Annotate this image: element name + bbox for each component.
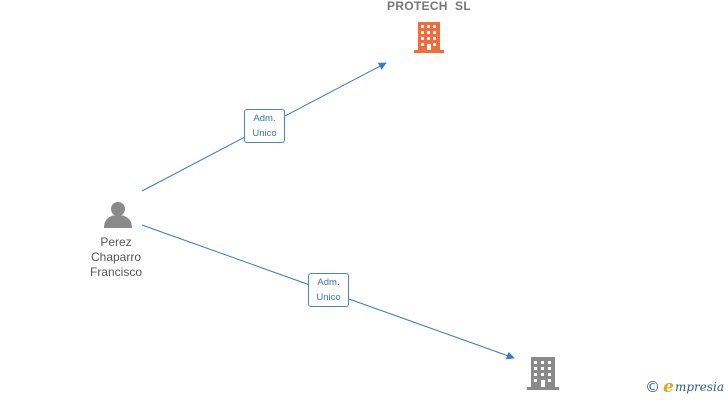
edge-role-line: Unico	[316, 292, 341, 303]
person-name-line: Perez	[100, 235, 132, 249]
building-icon[interactable]	[527, 357, 559, 390]
copyright-symbol: ©	[645, 378, 661, 396]
edge-role-line: Adm.	[253, 113, 276, 124]
brand-logo-initial: e	[663, 377, 674, 397]
person-name-line: Francisco	[89, 265, 142, 279]
company-name-protech[interactable]: PROTECH SL	[387, 0, 471, 13]
person-icon[interactable]	[104, 202, 132, 228]
person-name-line: Chaparro	[90, 250, 142, 264]
edge-role-line: Adm.	[317, 277, 340, 288]
edge-role-label: Adm. Unico	[308, 273, 349, 307]
person-name[interactable]: Perez Chaparro Francisco	[78, 235, 154, 280]
edge-role-line: Unico	[252, 128, 277, 139]
brand-logo-text: mpresia	[674, 380, 724, 394]
edge-role-label: Adm. Unico	[244, 109, 285, 143]
brand-watermark: © e mpresia	[645, 377, 724, 397]
building-icon[interactable]	[414, 22, 444, 53]
